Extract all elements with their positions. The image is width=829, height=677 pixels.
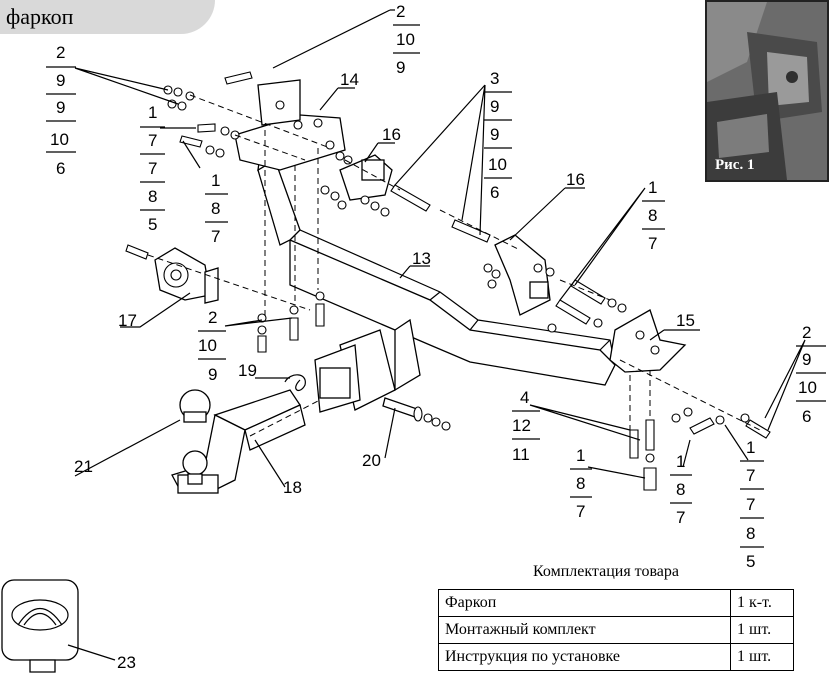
callout-label: 2 (208, 308, 217, 327)
callout-item: 8 (211, 199, 220, 218)
callout-item: 7 (648, 234, 657, 253)
callout-15: 15 (676, 311, 695, 330)
callout-left-1b: 1 8 7 (205, 171, 228, 246)
pin-20 (382, 397, 423, 422)
photo-illustration (707, 2, 827, 180)
kit-table: Фаркоп 1 к-т. Монтажный комплект 1 шт. И… (438, 589, 794, 671)
callout-17: 17 (118, 311, 137, 330)
callout-item: 9 (208, 365, 217, 384)
callout-item: 7 (148, 159, 157, 178)
callout-item: 7 (676, 508, 685, 527)
callout-1-low: 1 8 7 (570, 446, 592, 521)
callout-far-2: 2 9 10 6 (796, 323, 826, 426)
callout-1-far: 1 7 7 8 5 (740, 438, 764, 571)
callout-item: 11 (512, 445, 530, 464)
callout-20: 20 (362, 451, 381, 470)
callout-label: 1 (576, 446, 585, 465)
kit-item-qty: 1 к-т. (730, 589, 794, 617)
callout-16-left: 16 (382, 125, 401, 144)
kit-item-qty: 1 шт. (730, 616, 794, 644)
bracket-15 (609, 309, 687, 373)
callout-label: 1 (746, 438, 755, 457)
callout-item: 10 (488, 155, 507, 174)
callout-item: 6 (490, 183, 499, 202)
callout-item: 10 (798, 378, 817, 397)
fasteners (125, 71, 771, 491)
callout-label: 4 (520, 388, 529, 407)
callout-18: 18 (283, 478, 302, 497)
callout-label: 1 (648, 178, 657, 197)
callout-1-low2: 1 8 7 (670, 452, 692, 527)
callout-item: 8 (746, 524, 755, 543)
callout-item: 5 (746, 552, 755, 571)
callout-21: 21 (74, 457, 93, 476)
callout-19: 19 (238, 361, 257, 380)
callout-left-1: 1 7 7 8 5 (140, 103, 165, 234)
callout-item: 6 (56, 159, 65, 178)
callout-item: 12 (512, 416, 531, 435)
table-row: Монтажный комплект 1 шт. (438, 616, 794, 644)
callout-item: 7 (211, 227, 220, 246)
callout-item: 10 (50, 130, 69, 149)
table-row: Фаркоп 1 к-т. (438, 589, 794, 617)
callout-item: 7 (746, 495, 755, 514)
clip-19 (284, 374, 306, 392)
callout-item: 9 (56, 98, 65, 117)
callout-13: 13 (412, 249, 431, 268)
bracket-16-right (494, 234, 551, 316)
bracket-14 (234, 79, 346, 171)
badge-23 (1, 579, 79, 673)
callout-label: 1 (148, 103, 157, 122)
callout-label: 1 (676, 452, 685, 471)
callout-item: 8 (648, 206, 657, 225)
table-row: Инструкция по установке 1 шт. (438, 643, 794, 671)
callout-right-1: 1 8 7 (642, 178, 665, 253)
callout-14: 14 (340, 70, 359, 89)
callout-label: 1 (211, 171, 220, 190)
callout-item: 10 (396, 30, 415, 49)
callout-label: 2 (802, 323, 811, 342)
kit-item-name: Фаркоп (438, 589, 731, 617)
callout-3: 3 9 9 10 6 (484, 69, 512, 202)
callout-mid-2: 2 10 9 (198, 308, 226, 384)
callout-item: 8 (576, 474, 585, 493)
tow-ball-21 (179, 389, 211, 485)
callout-item: 7 (746, 466, 755, 485)
callout-item: 9 (490, 125, 499, 144)
kit-item-qty: 1 шт. (730, 643, 794, 671)
callout-16-right: 16 (566, 170, 585, 189)
callout-label: 3 (490, 69, 499, 88)
callout-item: 7 (576, 502, 585, 521)
photo-caption: Рис. 1 (715, 157, 755, 173)
callout-item: 9 (490, 97, 499, 116)
callout-top-2: 2 10 9 (393, 2, 420, 77)
callout-label: 2 (396, 2, 405, 21)
callout-item: 8 (148, 187, 157, 206)
socket-plate-17 (154, 247, 219, 304)
leader-lines (67, 9, 806, 661)
callout-item: 9 (56, 71, 65, 90)
kit-item-name: Инструкция по установке (438, 643, 731, 671)
callout-item: 5 (148, 215, 157, 234)
callout-23: 23 (117, 653, 136, 672)
callout-item: 9 (802, 350, 811, 369)
callout-item: 6 (802, 407, 811, 426)
tow-bar-beam (257, 139, 616, 413)
bracket-16-left (339, 154, 393, 201)
page-title: фаркоп (6, 4, 74, 29)
header-tab: фаркоп (0, 0, 215, 34)
callout-left-2: 2 9 9 10 6 (46, 43, 76, 178)
reference-photo: Рис. 1 (705, 0, 829, 182)
callout-4: 4 12 11 (512, 388, 540, 464)
callout-item: 8 (676, 480, 685, 499)
callout-item: 7 (148, 131, 157, 150)
callout-item: 9 (396, 58, 405, 77)
kit-item-name: Монтажный комплект (438, 616, 731, 644)
callout-item: 10 (198, 336, 217, 355)
kit-title: Комплектация товара (533, 563, 680, 580)
callout-label: 2 (56, 43, 65, 62)
